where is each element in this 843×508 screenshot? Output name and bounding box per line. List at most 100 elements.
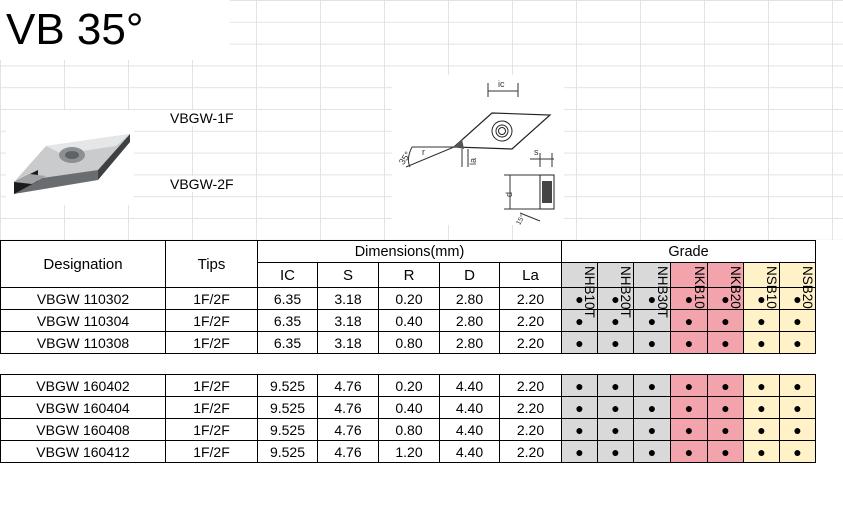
label-d: d	[504, 192, 514, 197]
header-grade-nsb10: NSB10	[743, 262, 780, 309]
cell-ic: 9.525	[257, 374, 318, 397]
header-d: D	[439, 262, 500, 288]
cell-ic: 9.525	[257, 418, 318, 441]
cell-r: 0.40	[378, 396, 440, 419]
spacer-cell	[743, 353, 780, 375]
grade-availability-dot: ●	[597, 374, 634, 397]
grade-availability-dot: ●	[670, 440, 708, 463]
cell-s: 4.76	[317, 418, 379, 441]
grade-availability-dot: ●	[707, 374, 744, 397]
cell-tips: 1F/2F	[165, 396, 258, 419]
cell-designation: VBGW 110302	[0, 287, 166, 310]
cell-tips: 1F/2F	[165, 418, 258, 441]
grade-availability-dot: ●	[633, 374, 671, 397]
cell-ic: 9.525	[257, 440, 318, 463]
cell-r: 0.80	[378, 331, 440, 354]
cell-d: 4.40	[439, 418, 500, 441]
header-la: La	[499, 262, 562, 288]
grade-availability-dot: ●	[670, 396, 708, 419]
cell-d: 4.40	[439, 396, 500, 419]
grade-availability-dot: ●	[670, 287, 708, 310]
technical-drawing: ic 35° r la s d 15°	[392, 75, 564, 226]
cell-designation: VBGW 160404	[0, 396, 166, 419]
spacer-cell	[707, 353, 744, 375]
grade-availability-dot: ●	[633, 309, 671, 332]
cell-s: 4.76	[317, 374, 379, 397]
grade-availability-dot: ●	[779, 287, 816, 310]
label-angle: 35°	[397, 149, 413, 166]
label-r: r	[422, 147, 425, 157]
cell-s: 3.18	[317, 331, 379, 354]
grade-availability-dot: ●	[561, 374, 598, 397]
header-s: S	[317, 262, 379, 288]
grade-availability-dot: ●	[779, 309, 816, 332]
grade-availability-dot: ●	[707, 440, 744, 463]
cell-designation: VBGW 160402	[0, 374, 166, 397]
cell-la: 2.20	[499, 309, 562, 332]
spacer-cell	[439, 353, 500, 375]
spacer-row	[0, 353, 816, 375]
header-grade-nhb30t: NHB30T	[633, 262, 671, 318]
grade-availability-dot: ●	[633, 396, 671, 419]
spacer-cell	[378, 353, 440, 375]
grade-availability-dot: ●	[779, 418, 816, 441]
cell-la: 2.20	[499, 287, 562, 310]
cell-s: 3.18	[317, 287, 379, 310]
grade-availability-dot: ●	[743, 309, 780, 332]
header-dimensions: Dimensions(mm)	[257, 240, 562, 263]
grade-availability-dot: ●	[779, 396, 816, 419]
spacer-cell	[499, 353, 562, 375]
variant-label-2f: VBGW-2F	[168, 176, 236, 192]
cell-d: 4.40	[439, 374, 500, 397]
header-grade: Grade	[561, 240, 816, 263]
grade-availability-dot: ●	[670, 309, 708, 332]
grade-availability-dot: ●	[561, 396, 598, 419]
cell-designation: VBGW 110308	[0, 331, 166, 354]
grade-availability-dot: ●	[779, 440, 816, 463]
cell-r: 0.40	[378, 309, 440, 332]
header-grade-nkb20: NKB20	[707, 262, 744, 309]
spacer-cell	[597, 353, 634, 375]
cell-r: 0.80	[378, 418, 440, 441]
header-designation: Designation	[0, 240, 166, 288]
header-grade-nkb10: NKB10	[670, 262, 708, 309]
cell-la: 2.20	[499, 374, 562, 397]
spacer-cell	[561, 353, 598, 375]
header-grade-nhb10t: NHB10T	[561, 262, 598, 318]
cell-la: 2.20	[499, 418, 562, 441]
spacer-cell	[633, 353, 671, 375]
grade-availability-dot: ●	[670, 374, 708, 397]
cell-ic: 9.525	[257, 396, 318, 419]
cell-s: 4.76	[317, 396, 379, 419]
cell-tips: 1F/2F	[165, 374, 258, 397]
cell-la: 2.20	[499, 331, 562, 354]
cell-tips: 1F/2F	[165, 440, 258, 463]
cell-tips: 1F/2F	[165, 309, 258, 332]
grade-availability-dot: ●	[597, 440, 634, 463]
label-ic: ic	[498, 79, 505, 89]
grade-availability-dot: ●	[561, 287, 598, 310]
spacer-cell	[317, 353, 379, 375]
cell-d: 2.80	[439, 309, 500, 332]
grade-availability-dot: ●	[561, 309, 598, 332]
page-title: VB 35°	[6, 4, 152, 56]
spacer-cell	[165, 353, 258, 375]
grade-availability-dot: ●	[561, 418, 598, 441]
specification-table: Designation Tips Dimensions(mm) Grade IC…	[0, 240, 816, 463]
grade-availability-dot: ●	[670, 418, 708, 441]
grade-availability-dot: ●	[743, 396, 780, 419]
variant-label-1f: VBGW-1F	[168, 110, 236, 126]
grade-availability-dot: ●	[707, 309, 744, 332]
grade-availability-dot: ●	[779, 331, 816, 354]
grade-availability-dot: ●	[743, 418, 780, 441]
grade-availability-dot: ●	[633, 440, 671, 463]
grade-availability-dot: ●	[633, 331, 671, 354]
spacer-cell	[257, 353, 318, 375]
cell-d: 2.80	[439, 287, 500, 310]
header-ic: IC	[257, 262, 318, 288]
cell-r: 0.20	[378, 374, 440, 397]
